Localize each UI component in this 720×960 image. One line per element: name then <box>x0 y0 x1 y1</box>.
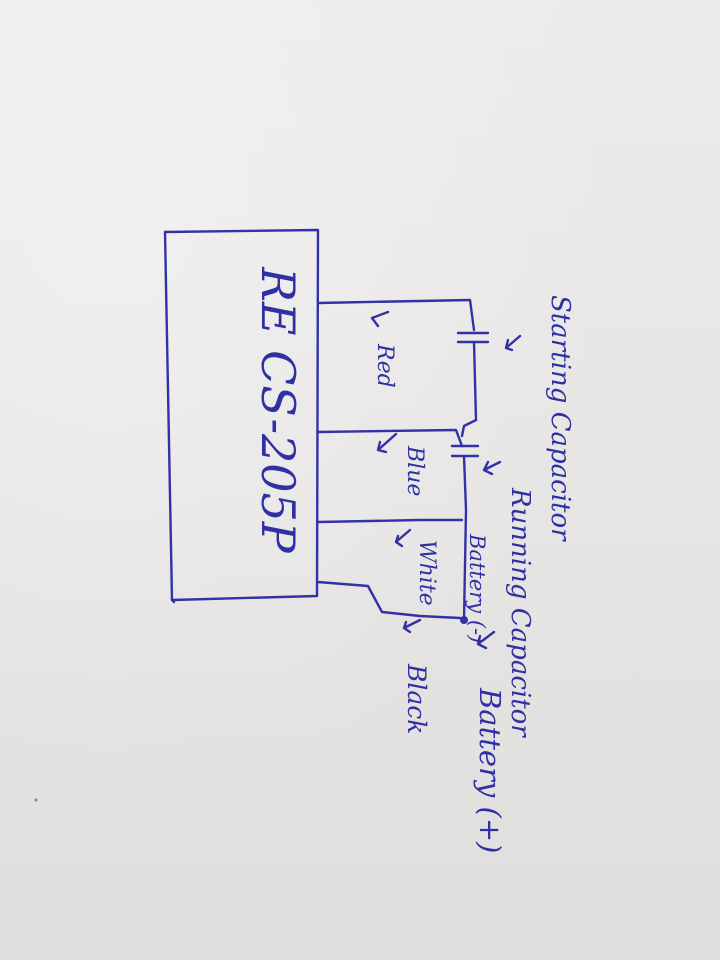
arrow-starting-cap <box>504 334 522 352</box>
battery-negative-terminal <box>460 616 468 624</box>
battery-positive-label: Battery (+) <box>473 687 507 853</box>
arrow-white <box>394 528 412 548</box>
blue-wire-label: Blue <box>402 445 427 496</box>
device-label: RE CS-205P <box>251 266 305 554</box>
paper-speck <box>34 798 38 802</box>
wire-cap-joint <box>460 418 478 438</box>
red-wire-label: Red <box>372 343 397 388</box>
battery-negative-label: Battery (-) <box>465 533 489 643</box>
running-capacitor-symbol <box>450 444 480 458</box>
arrow-running-cap <box>482 460 502 476</box>
arrow-black <box>402 618 422 634</box>
white-wire-label: White <box>414 540 439 606</box>
wire-bottom <box>316 580 462 620</box>
arrow-battery-neg <box>476 630 496 650</box>
wire-run-cap-down <box>462 454 468 622</box>
wire-middle <box>316 428 464 448</box>
wire-lower <box>316 518 464 524</box>
wire-cap-link <box>472 340 478 422</box>
starting-capacitor-symbol <box>456 331 490 344</box>
arrow-red <box>370 310 390 328</box>
device-box-tail <box>170 598 176 604</box>
device-box <box>163 228 320 602</box>
starting-capacitor-label: Starting Capacitor <box>545 295 575 542</box>
running-capacitor-label: Running Capacitor <box>505 487 535 738</box>
wire-top <box>316 298 476 332</box>
black-wire-label: Black <box>402 663 431 734</box>
arrow-blue <box>376 432 398 454</box>
